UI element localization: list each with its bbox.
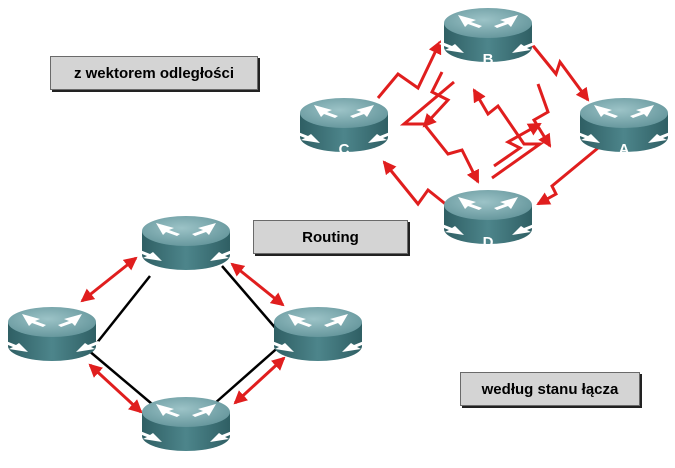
red-arrow <box>422 71 451 128</box>
router-label-b: B <box>483 51 494 68</box>
router-icon <box>137 216 235 270</box>
red-arrow <box>230 262 285 307</box>
red-arrow <box>531 83 552 148</box>
red-arrow <box>382 160 449 208</box>
link-top-left <box>95 275 151 345</box>
router-icon <box>269 307 367 361</box>
router-label-d: D <box>483 234 494 251</box>
link-state-label: według stanu łącza <box>460 372 640 406</box>
red-arrow <box>536 146 599 206</box>
distance-vector-label: z wektorem odległości <box>50 56 258 90</box>
link-state-topology <box>3 216 367 451</box>
red-arrow <box>472 88 545 180</box>
router-icon <box>3 307 101 361</box>
routing-label: Routing <box>253 220 408 254</box>
link-left-bottom <box>87 349 153 405</box>
distance-vector-topology: B C A D <box>295 8 673 251</box>
link-right-bottom <box>213 343 283 405</box>
router-icon <box>137 397 235 451</box>
router-label-a: A <box>619 141 630 158</box>
red-arrow <box>233 356 286 405</box>
red-arrow <box>528 41 590 102</box>
red-arrow <box>399 80 480 184</box>
red-arrow <box>376 40 442 99</box>
red-arrow <box>493 122 542 168</box>
red-arrow <box>88 363 143 414</box>
router-label-c: C <box>339 141 350 158</box>
red-arrow <box>80 256 138 303</box>
